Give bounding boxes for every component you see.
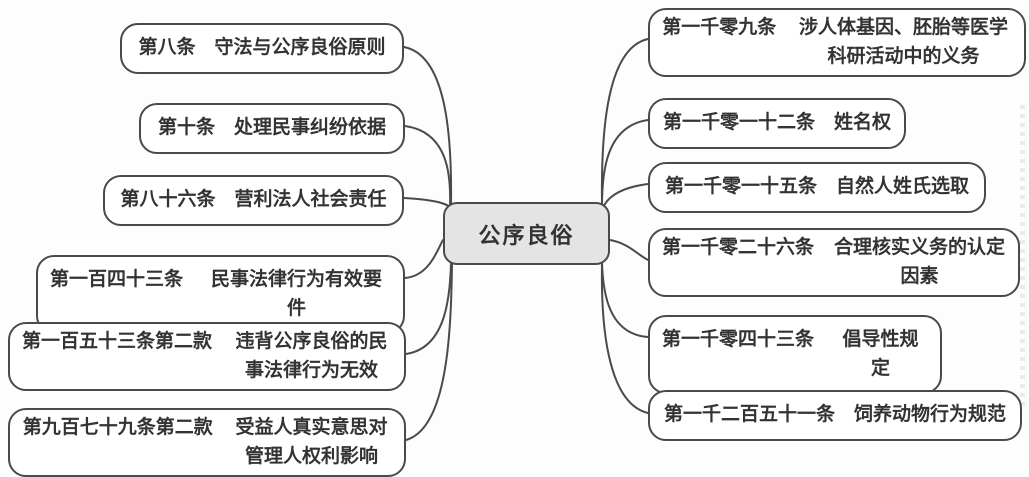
article-title: 受益人真实意思对管理人权利影响	[235, 417, 388, 467]
article-number: 第十条	[157, 117, 215, 138]
node-article-1009: 第一千零九条 涉人体基因、胚胎等医学科研活动中的义务	[648, 8, 1026, 77]
article-number: 第一千零一十五条	[664, 176, 817, 197]
node-article-1026: 第一千零二十六条 合理核实义务的认定因素	[648, 228, 1020, 297]
node-article-1012: 第一千零一十二条 姓名权	[648, 98, 906, 149]
article-number: 第一千零二十六条	[662, 237, 815, 258]
connector-right-6	[600, 263, 649, 414]
article-title: 民事法律行为有效要件	[211, 269, 383, 319]
node-article-86: 第八十六条 营利法人社会责任	[103, 175, 404, 226]
node-article-979-2: 第九百七十九条第二款 受益人真实意思对管理人权利影响	[8, 408, 406, 477]
article-number: 第九百七十九条第二款	[22, 417, 213, 438]
connector-right-4	[609, 239, 649, 261]
article-number: 第一百四十三条	[50, 269, 184, 290]
connector-right-1	[600, 38, 649, 205]
article-title: 倡导性规定	[842, 329, 919, 379]
article-number: 第一百五十三条第二款	[22, 331, 213, 352]
connector-right-5	[601, 262, 649, 338]
article-title: 涉人体基因、胚胎等医学科研活动中的义务	[798, 17, 1008, 67]
node-article-1043: 第一千零四十三条 倡导性规定	[648, 315, 942, 394]
connector-left-5	[405, 262, 452, 355]
node-article-8: 第八条 守法与公序良俗原则	[120, 23, 404, 74]
article-number: 第一千零一十二条	[662, 112, 815, 133]
connector-left-4	[404, 239, 444, 279]
article-number: 第八条	[138, 37, 196, 58]
node-article-10: 第十条 处理民事纠纷依据	[139, 103, 405, 154]
root-node-label: 公序良俗	[478, 222, 575, 248]
article-number: 第一千零九条	[662, 17, 777, 38]
connector-left-2	[404, 125, 452, 207]
connector-right-3	[602, 183, 649, 209]
article-title: 守法与公序良俗原则	[214, 37, 386, 58]
root-node-public-order: 公序良俗	[443, 202, 610, 265]
watermark-strip	[1020, 105, 1025, 405]
connector-right-2	[601, 119, 649, 207]
article-number: 第一千二百五十一条	[663, 404, 835, 425]
node-article-143: 第一百四十三条 民事法律行为有效要件	[36, 255, 405, 334]
connector-left-1	[403, 46, 453, 205]
article-number: 第一千零四十三条	[662, 329, 815, 350]
article-title: 姓名权	[834, 112, 892, 133]
article-title: 饲养动物行为规范	[854, 404, 1007, 425]
article-title: 违背公序良俗的民事法律行为无效	[235, 331, 388, 381]
article-title: 营利法人社会责任	[234, 189, 387, 210]
article-title: 合理核实义务的认定因素	[834, 237, 1006, 287]
connector-left-6	[405, 263, 453, 441]
node-article-1015: 第一千零一十五条 自然人姓氏选取	[648, 162, 986, 213]
node-article-1251: 第一千二百五十一条 饲养动物行为规范	[648, 390, 1022, 441]
article-number: 第八十六条	[120, 189, 216, 210]
article-title: 处理民事纠纷依据	[234, 117, 387, 138]
node-article-153-2: 第一百五十三条第二款 违背公序良俗的民事法律行为无效	[8, 322, 406, 391]
article-title: 自然人姓氏选取	[836, 176, 970, 197]
